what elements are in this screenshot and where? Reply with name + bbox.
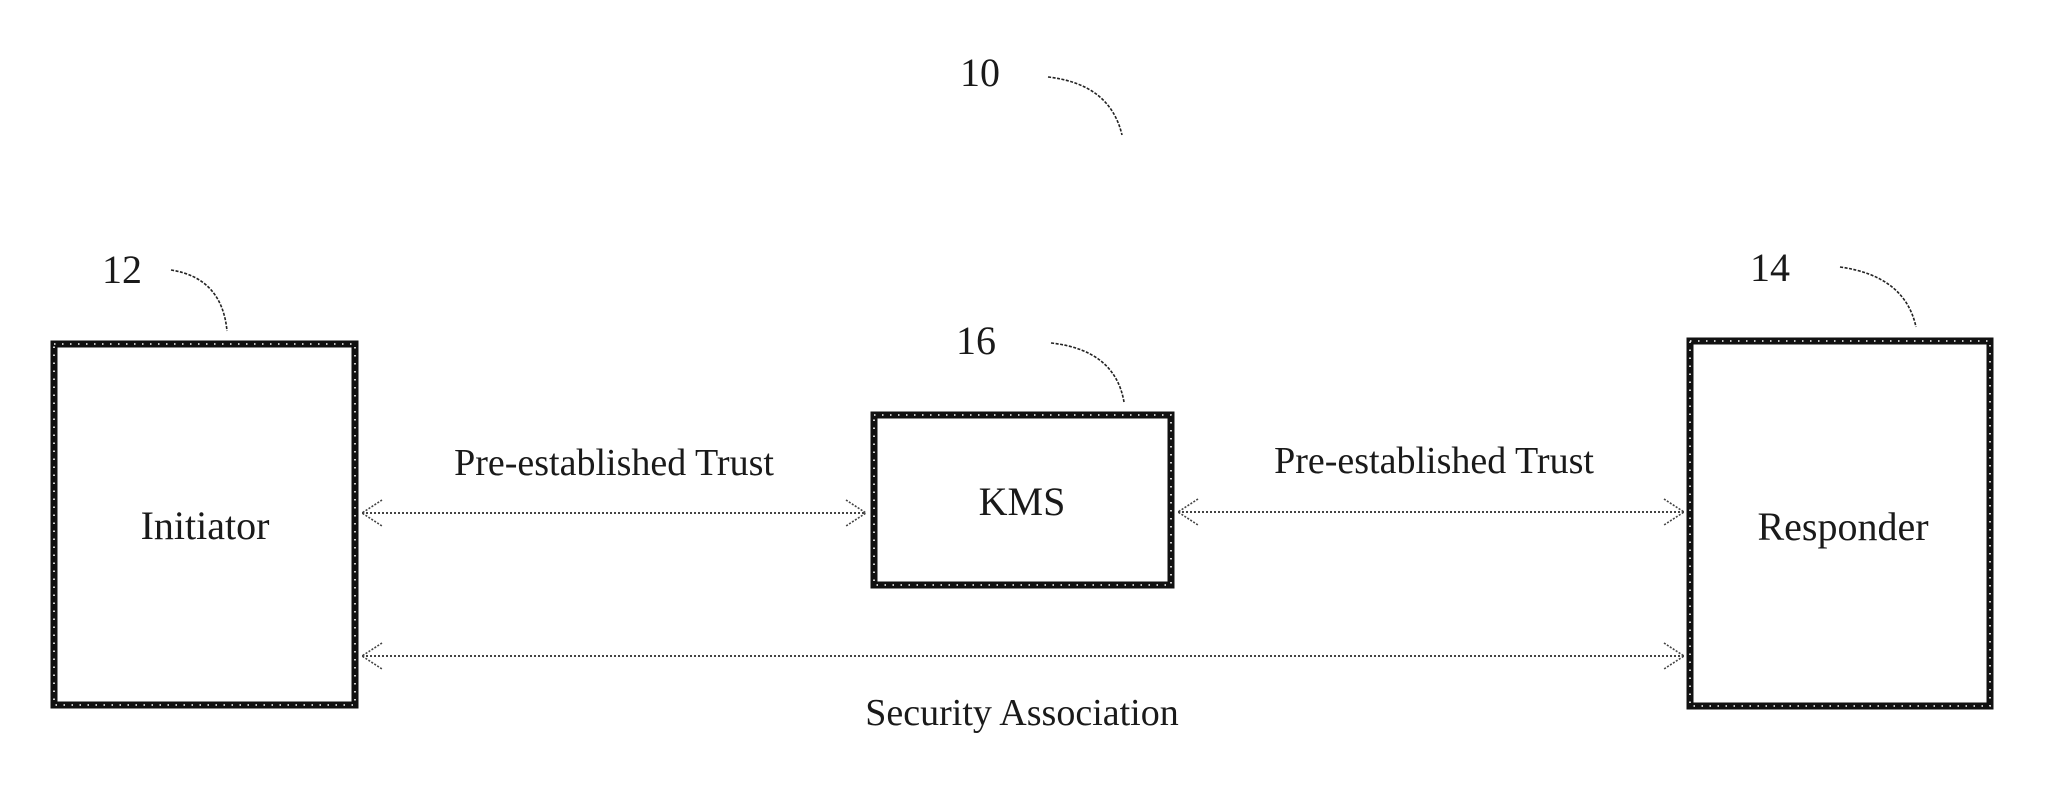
figure-reference: 10 bbox=[960, 50, 1122, 135]
initiator-reference: 12 bbox=[102, 247, 227, 331]
node-responder[interactable]: Responder bbox=[1690, 341, 1990, 706]
edge-initiator-kms: Pre-established Trust bbox=[362, 442, 866, 526]
responder-reference: 14 bbox=[1750, 245, 1916, 327]
edge-initiator-responder: Security Association bbox=[362, 643, 1684, 734]
kms-reference-numeral: 16 bbox=[956, 318, 996, 363]
kms-reference: 16 bbox=[956, 318, 1124, 402]
initiator-kms-edge-label: Pre-established Trust bbox=[454, 442, 774, 484]
initiator-label: Initiator bbox=[141, 503, 270, 548]
node-initiator[interactable]: Initiator bbox=[54, 344, 355, 705]
node-kms[interactable]: KMS bbox=[874, 415, 1171, 585]
kms-responder-edge-label: Pre-established Trust bbox=[1274, 440, 1594, 482]
responder-label: Responder bbox=[1757, 504, 1928, 549]
figure-reference-numeral: 10 bbox=[960, 50, 1000, 95]
kms-reference-leader-line bbox=[1051, 343, 1124, 402]
initiator-responder-edge-label: Security Association bbox=[865, 692, 1178, 734]
initiator-reference-numeral: 12 bbox=[102, 247, 142, 292]
kms-label: KMS bbox=[979, 479, 1066, 524]
initiator-reference-leader-line bbox=[171, 270, 227, 331]
edge-kms-responder: Pre-established Trust bbox=[1178, 440, 1684, 525]
figure-reference-leader-line bbox=[1048, 77, 1122, 135]
responder-reference-numeral: 14 bbox=[1750, 245, 1790, 290]
responder-reference-leader-line bbox=[1840, 267, 1916, 327]
